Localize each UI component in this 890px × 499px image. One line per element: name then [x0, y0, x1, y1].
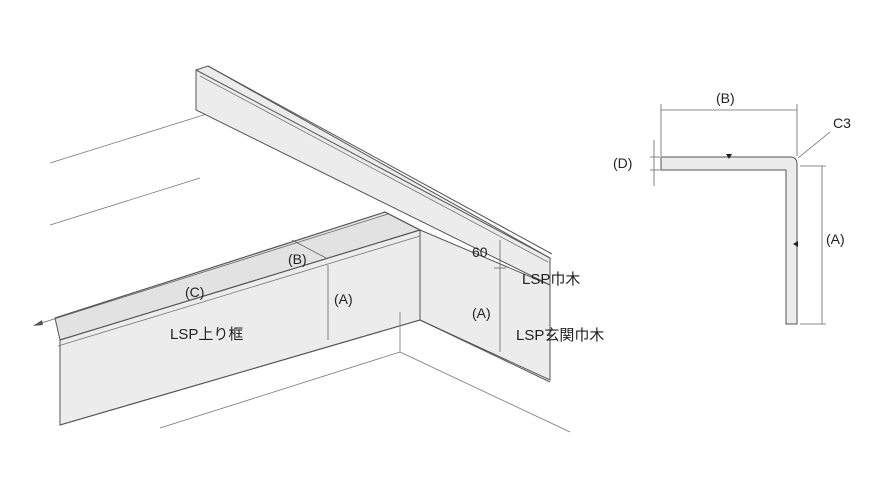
skirting-top-edge-2 — [207, 65, 553, 255]
skirting-inner-line — [199, 75, 549, 263]
isometric-view — [33, 65, 571, 433]
label-dim-a-right: (A) — [826, 231, 845, 247]
dim-b-line — [291, 239, 327, 259]
floor-line-top — [49, 112, 211, 164]
frame-top-back-edge — [54, 211, 386, 319]
angle-profile — [660, 156, 798, 325]
floor-line-mid — [49, 177, 201, 226]
frame-chamfer-line — [57, 235, 421, 347]
dim-c-line — [34, 213, 389, 326]
entrance-skirting-bottom-edge — [419, 319, 551, 383]
label-step-frame: LSP上り框 — [170, 326, 243, 343]
top-marker — [726, 154, 732, 159]
skirting-top-edge — [195, 69, 551, 259]
lower-floor-line — [399, 351, 571, 433]
label-dim-60: 60 — [472, 244, 488, 260]
lower-step-line — [159, 351, 401, 429]
dim-c-arrow — [33, 320, 43, 326]
label-entrance-skirting: LSP玄関巾木 — [516, 327, 604, 344]
section-view — [650, 104, 831, 325]
label-dim-b-left: (B) — [288, 251, 307, 267]
chamfer-leader — [797, 131, 831, 159]
label-dim-b-right: (B) — [716, 90, 735, 106]
side-marker — [793, 241, 798, 247]
label-skirting: LSP巾木 — [522, 271, 580, 288]
frame-bottom-edge — [59, 319, 421, 426]
frame-end-top — [384, 211, 421, 231]
label-dim-c: (C) — [185, 284, 204, 300]
frame-top-front-edge — [59, 229, 421, 341]
label-dim-a-skirting: (A) — [472, 305, 491, 321]
label-dim-d: (D) — [613, 155, 632, 171]
label-chamfer: C3 — [833, 115, 851, 131]
label-dim-a-frame: (A) — [334, 291, 353, 307]
